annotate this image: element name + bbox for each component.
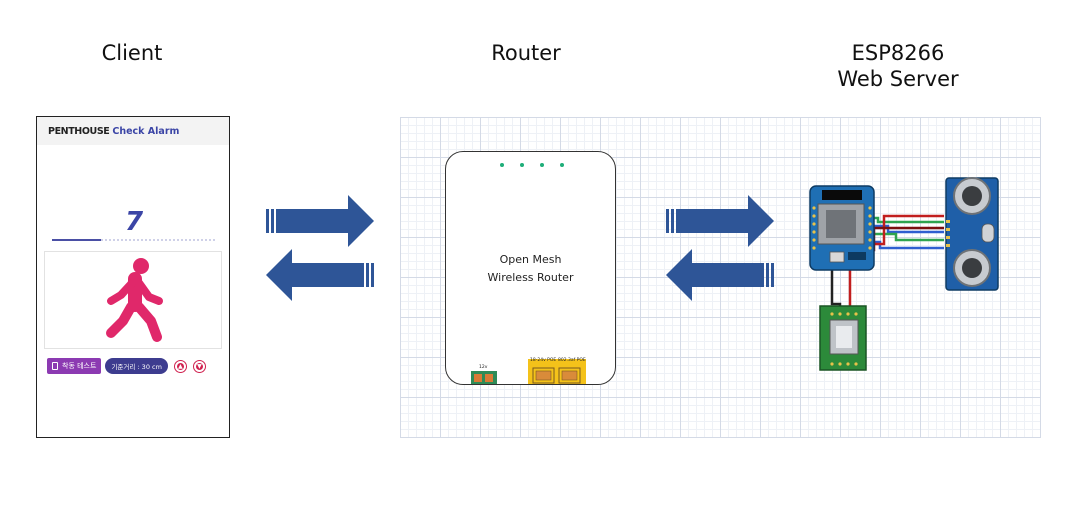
client-title: Client	[101, 41, 163, 65]
router-label-line1: Open Mesh	[499, 253, 562, 266]
control-row: 착동 테스트 기준거리 : 30 cm ▲ ▼	[47, 358, 206, 374]
response-arrow-left-2	[666, 249, 774, 301]
progress-track	[52, 239, 216, 241]
distance-label: 기준거리 : 30 cm	[111, 363, 162, 371]
poe-port-label-1: 18-24v POE	[530, 358, 557, 363]
request-arrow-right-1	[266, 195, 374, 247]
speaker-icon	[52, 362, 58, 370]
app-brand-subtitle: Check Alarm	[112, 125, 180, 137]
poe-port-block: 18-24v POE 802.3af POE	[528, 358, 586, 384]
router-led	[520, 163, 524, 167]
request-arrow-right-2	[666, 195, 774, 247]
esp-server-title: ESP8266 Web Server	[818, 40, 978, 92]
app-brand: PENTHOUSE	[48, 125, 110, 137]
router-led	[500, 163, 504, 167]
arrow-down-circle-icon[interactable]: ▼	[192, 359, 206, 373]
status-card	[44, 251, 222, 349]
distance-setting[interactable]: 기준거리 : 30 cm	[105, 358, 168, 374]
walking-person-icon	[106, 258, 163, 342]
app-header: PENTHOUSE Check Alarm	[37, 117, 229, 145]
poe-port-label-2: 802.3af POE	[558, 358, 586, 363]
arrow-up-circle-icon[interactable]: ▲	[173, 359, 187, 373]
router-device: Open Mesh Wireless Router 12v 18-24v POE…	[445, 151, 616, 385]
detection-count: 7	[125, 207, 144, 237]
small-port-label: 12v	[479, 365, 488, 370]
wire-echo	[868, 232, 944, 242]
router-led	[540, 163, 544, 167]
usb-module	[819, 305, 867, 371]
client-phone-screen: PENTHOUSE Check Alarm 7 착동 테스트 기준거리 : 30…	[36, 116, 230, 438]
ultrasonic-sensor	[945, 177, 999, 291]
router-led	[560, 163, 564, 167]
test-button[interactable]: 착동 테스트	[47, 358, 102, 374]
wemos-d1-mini-board	[809, 185, 875, 271]
esp-title-line1: ESP8266	[851, 41, 945, 65]
power-port	[471, 371, 497, 384]
test-button-label: 착동 테스트	[62, 362, 97, 370]
wire-red-1	[870, 214, 944, 246]
router-label-line2: Wireless Router	[487, 271, 574, 284]
esp-title-line2: Web Server	[837, 67, 959, 91]
router-title: Router	[491, 41, 561, 65]
wire-vcc	[868, 216, 944, 224]
response-arrow-left-1	[266, 249, 374, 301]
ethernet-port-icon	[532, 367, 581, 384]
progress-fill	[52, 239, 102, 241]
